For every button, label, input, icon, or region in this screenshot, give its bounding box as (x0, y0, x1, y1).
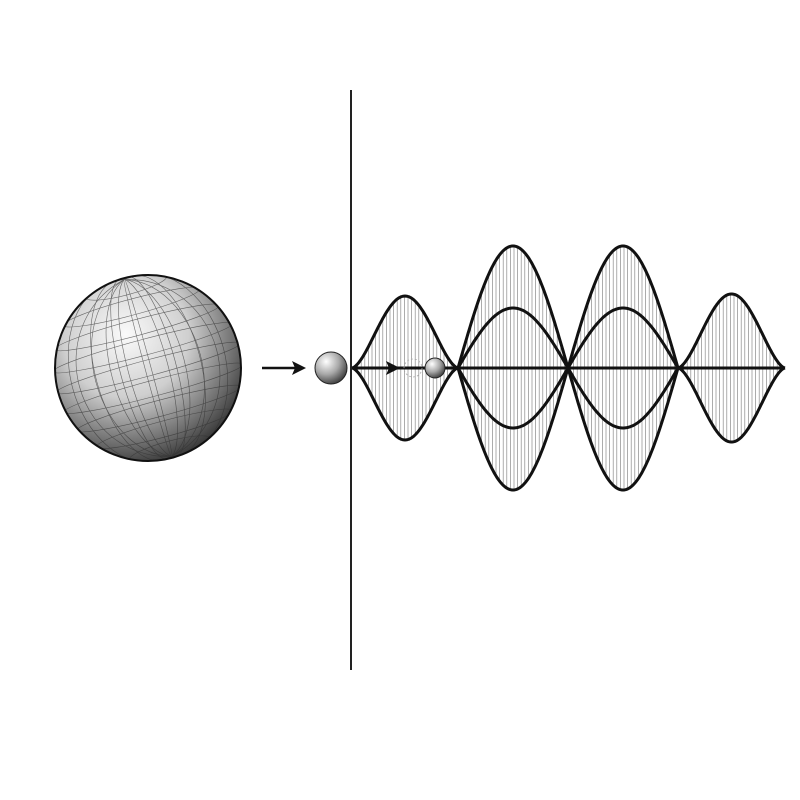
wave-envelope-curve (351, 294, 459, 370)
wave-envelope-curve (566, 367, 680, 430)
wave-envelope-curve (351, 366, 459, 442)
wave-envelope-curve (677, 292, 786, 370)
incoming-arrow (262, 361, 306, 375)
transmitted-arrow (386, 361, 400, 375)
wave-envelope-curve (456, 367, 570, 492)
wave-envelope-curve (566, 244, 680, 369)
large-sphere (54, 274, 242, 462)
wave-envelope-curve (456, 244, 570, 369)
wave-envelopes (351, 244, 786, 492)
transmitted-particle (424, 357, 446, 379)
wave-envelope-curve (677, 366, 786, 444)
wave-envelope-curve (566, 367, 680, 492)
ghost-particle (403, 358, 423, 378)
wave-envelope-curve (456, 306, 570, 369)
incoming-particle (314, 351, 348, 385)
wave-envelope-curve (456, 367, 570, 430)
wave-envelope-curve (566, 306, 680, 369)
